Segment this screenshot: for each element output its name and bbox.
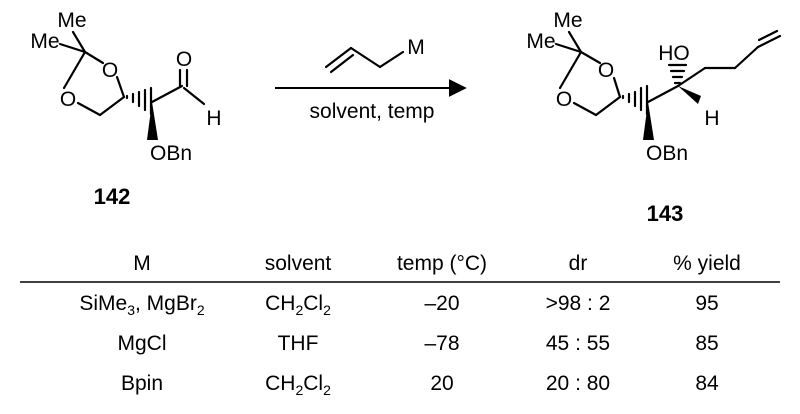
ring-bond-o1-c4 <box>115 75 126 99</box>
results-table: M solvent temp (°C) dr % yield SiMe3, Mg… <box>20 252 780 398</box>
cell-yield: 95 <box>695 292 718 315</box>
hashed-wedge-bond-oh <box>667 63 688 85</box>
bond-c2-cho <box>150 84 184 104</box>
allyl-double-bond-a <box>324 46 353 69</box>
compound-number-143: 143 <box>647 201 684 226</box>
methyl-bond-top <box>567 30 583 54</box>
header-m: M <box>133 252 151 275</box>
aldehyde-hydrogen-label: H <box>206 107 221 130</box>
ring-bond-c2-o1 <box>579 50 602 65</box>
ring-oxygen-label-top: O <box>102 59 118 82</box>
benzyloxy-label: OBn <box>646 142 688 165</box>
allyl-double-bond-b <box>329 53 355 74</box>
compound-number-142: 142 <box>94 184 131 209</box>
hashed-wedge-bond <box>125 86 153 116</box>
cell-dr: 20 : 80 <box>546 372 610 395</box>
header-dr: dr <box>569 252 588 275</box>
terminal-double-bond-b <box>757 29 779 42</box>
metal-label: M <box>407 36 425 59</box>
terminal-double-bond-a <box>756 34 782 49</box>
cell-solvent: CH2Cl2 <box>265 372 331 398</box>
reaction-conditions: M solvent, temp <box>275 36 467 123</box>
table-header-row: M solvent temp (°C) dr % yield <box>133 252 741 275</box>
methyl-bond-left <box>554 42 583 54</box>
methyl-bond-top <box>71 30 87 54</box>
product-143-structure: Me Me O O HO H OBn 143 <box>526 9 782 226</box>
solid-wedge-bond-h <box>678 86 701 104</box>
ring-bond-c4-c5 <box>98 95 126 117</box>
cell-m: Bpin <box>121 372 163 395</box>
methyl-bond-left <box>58 42 87 54</box>
table-row: MgCl THF –78 45 : 55 85 <box>117 332 718 355</box>
ring-bond-c5-o3 <box>76 101 102 117</box>
ring-bond-o1-c4 <box>612 76 622 99</box>
conditions-label: solvent, temp <box>310 100 435 123</box>
ring-oxygen-label-bottom: O <box>556 88 572 111</box>
hydroxyl-label: HO <box>658 42 690 65</box>
cell-solvent: THF <box>278 332 319 355</box>
bond-c2-c3 <box>646 84 680 104</box>
cell-dr: 45 : 55 <box>546 332 610 355</box>
bond-c3-c4 <box>676 66 707 88</box>
carbonyl-oxygen-label: O <box>176 48 192 71</box>
cell-solvent: CH2Cl2 <box>265 292 331 318</box>
cell-temp: –78 <box>424 332 459 355</box>
ring-bond-c2-o1 <box>83 50 105 65</box>
hydrogen-label: H <box>704 107 719 130</box>
ring-bond-o3-c2 <box>62 50 87 90</box>
cell-yield: 85 <box>695 332 718 355</box>
cell-temp: –20 <box>424 292 459 315</box>
cell-yield: 84 <box>695 372 719 395</box>
table-row: Bpin CH2Cl2 20 20 : 80 84 <box>121 372 719 398</box>
solid-wedge-bond-obn <box>643 102 654 140</box>
ring-bond-c5-o3 <box>572 101 598 117</box>
cell-m: SiMe3, MgBr2 <box>79 292 205 318</box>
allyl-single-bond <box>349 46 382 69</box>
methyl-label-top: Me <box>553 9 582 32</box>
ring-bond-o3-c2 <box>558 50 583 90</box>
bond-cho-h <box>182 86 206 106</box>
methyl-label-left: Me <box>30 30 59 53</box>
cell-dr: >98 : 2 <box>546 292 611 315</box>
ring-oxygen-label-top: O <box>598 59 614 82</box>
bond-c5-c6 <box>733 45 760 70</box>
ring-oxygen-label-bottom: O <box>60 88 76 111</box>
header-solvent: solvent <box>265 252 332 275</box>
benzyloxy-label: OBn <box>150 142 192 165</box>
allyl-metal-bond <box>378 50 405 69</box>
hashed-wedge-bond <box>621 84 649 116</box>
cell-temp: 20 <box>430 372 453 395</box>
methyl-label-left: Me <box>526 30 555 53</box>
header-yield: % yield <box>673 252 741 275</box>
methyl-label-top: Me <box>57 9 86 32</box>
header-temp: temp (°C) <box>397 252 487 275</box>
reactant-142-structure: Me Me O O O H OBn 142 <box>30 9 221 209</box>
table-row: SiMe3, MgBr2 CH2Cl2 –20 >98 : 2 95 <box>79 292 718 318</box>
ring-bond-c4-c5 <box>594 95 622 117</box>
solid-wedge-bond <box>147 102 158 140</box>
cell-m: MgCl <box>117 332 166 355</box>
